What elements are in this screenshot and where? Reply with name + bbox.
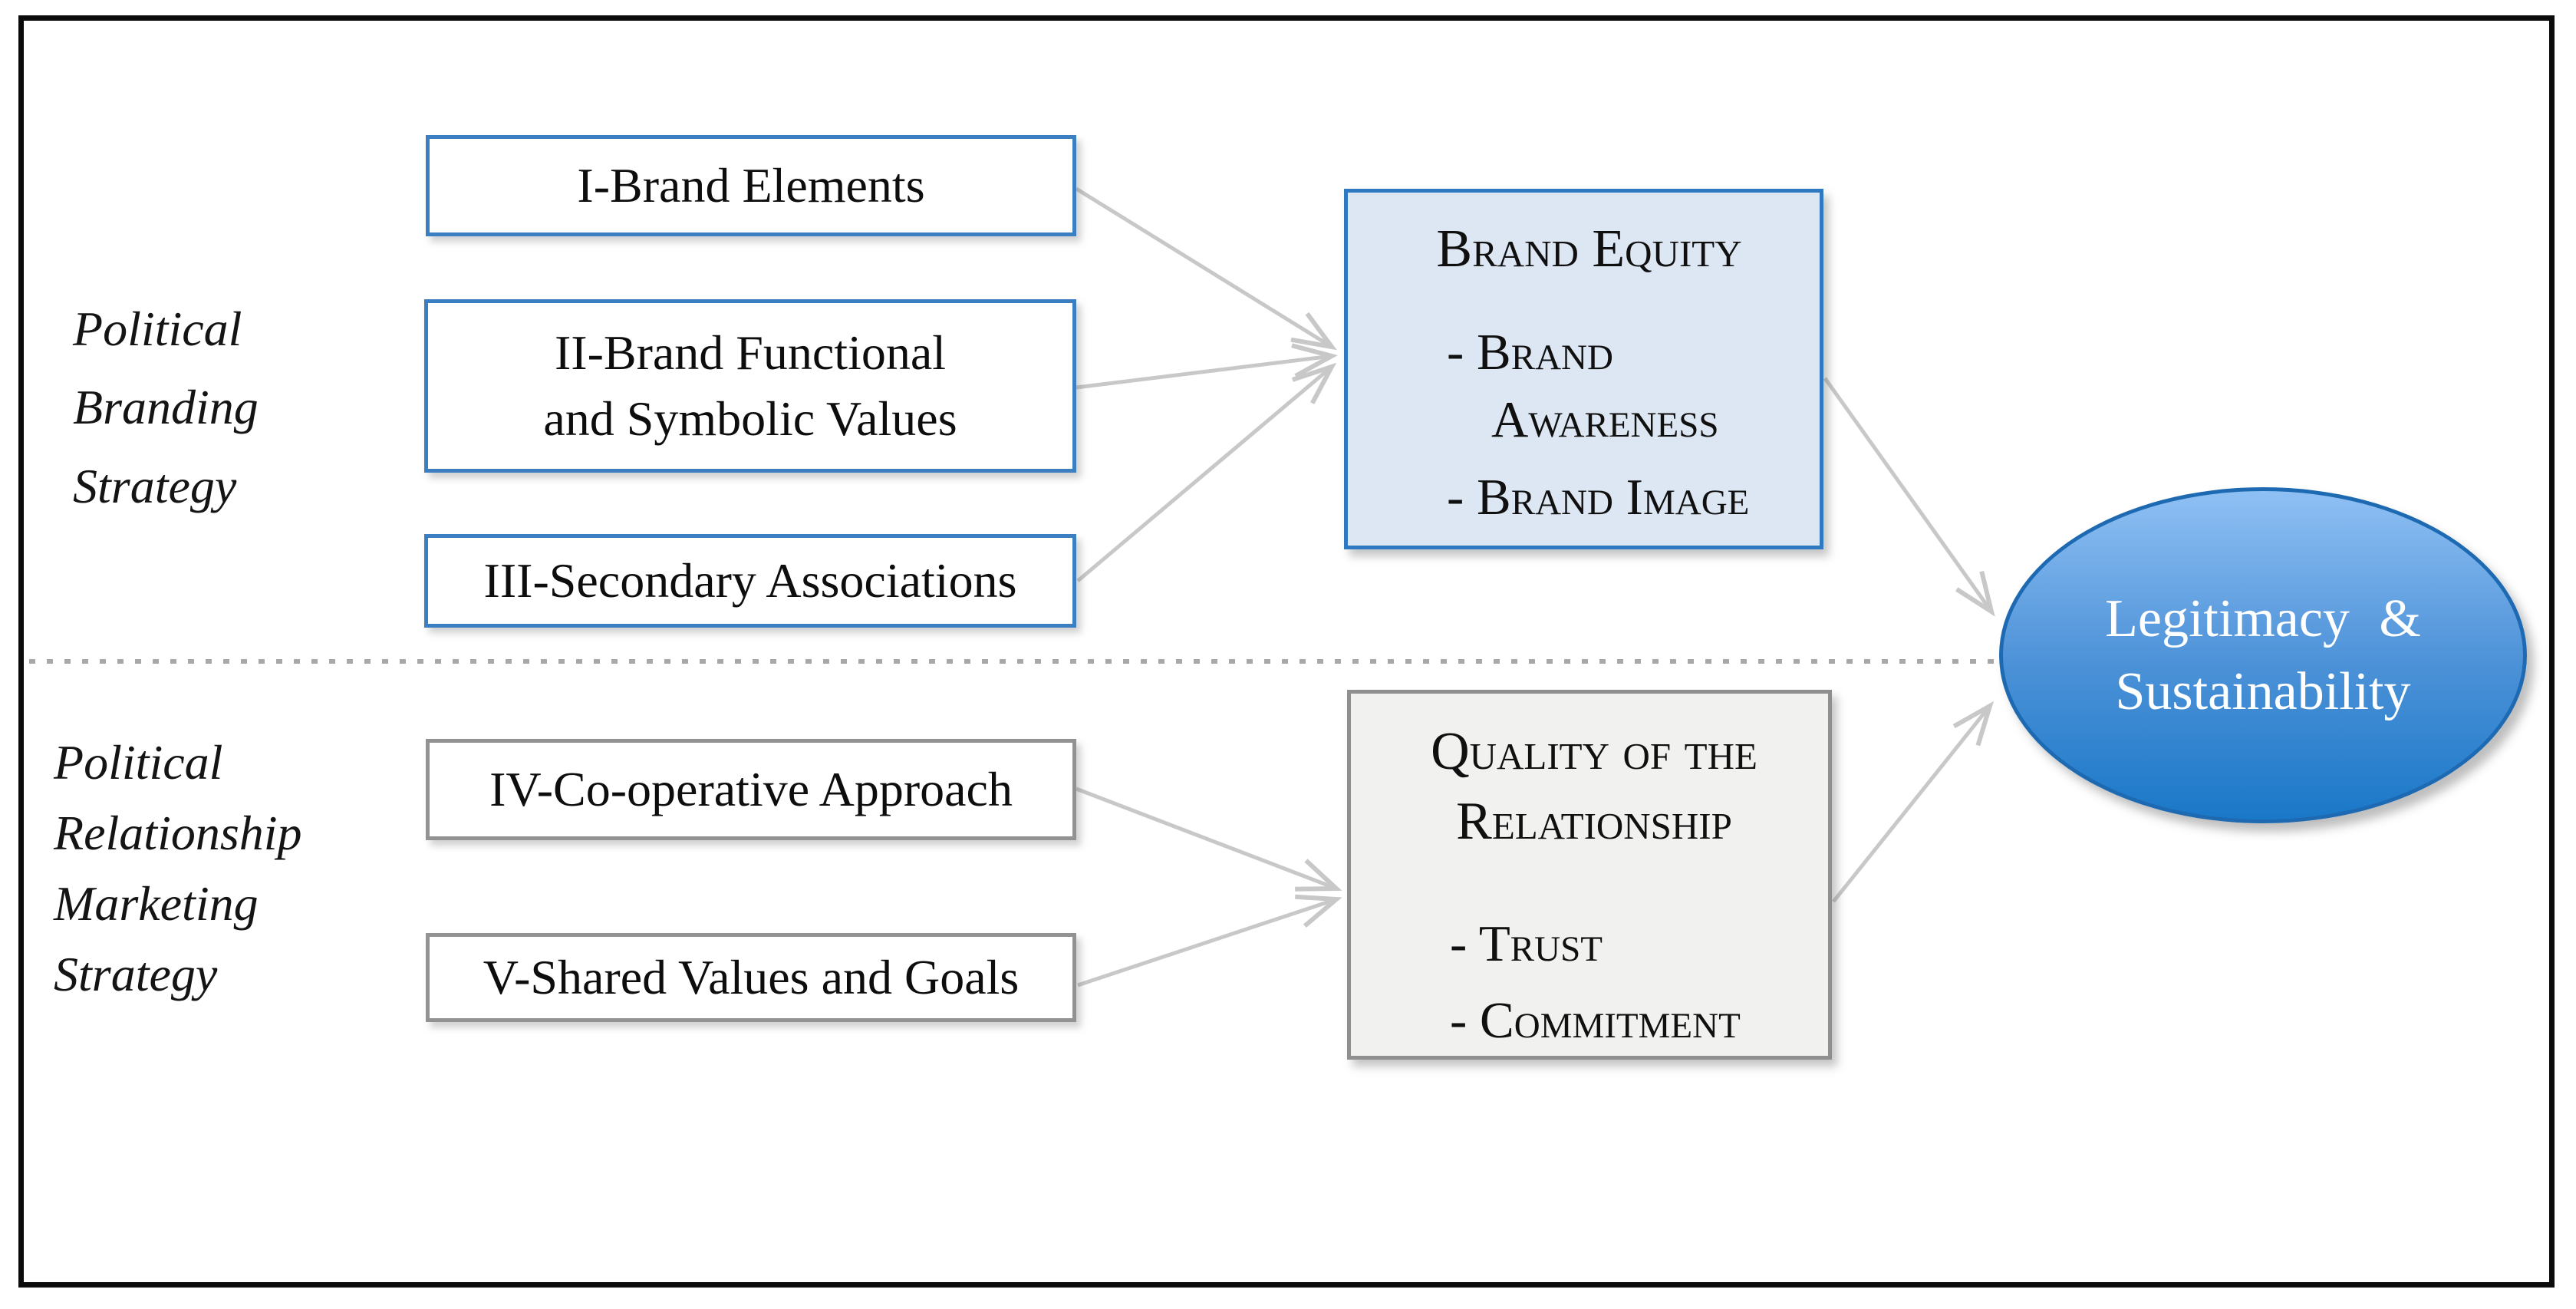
label-line: Relationship <box>54 806 302 861</box>
box-secondary-associations: III-Secondary Associations <box>424 534 1076 628</box>
arrow-functional-symbolic-values-to-brand-equity <box>1076 343 1339 390</box>
box-brand-elements: I-Brand Elements <box>426 135 1076 236</box>
arrow-brand-elements-to-brand-equity <box>1075 186 1337 351</box>
box-cooperative-approach: IV-Co-operative Approach <box>426 739 1076 840</box>
box-shared-values-goals: V-Shared Values and Goals <box>426 933 1076 1022</box>
box-label: III-Secondary Associations <box>483 552 1017 608</box>
box-brand-functional-symbolic-values: II-Brand Functional and Symbolic Values <box>424 299 1076 473</box>
arrow-shared-values-to-quality <box>1077 894 1342 988</box>
quality-item-commitment: - Commitment <box>1450 992 1741 1050</box>
label-line: Political <box>73 302 242 356</box>
label-line: Strategy <box>73 458 237 513</box>
brand-equity-title: Brand Equity <box>1436 219 1742 279</box>
arrow-quality-to-legitimacy <box>1832 701 1995 903</box>
diagram-frame-border <box>18 15 2555 1288</box>
box-label: II-Brand Functional <box>554 325 947 380</box>
arrow-brand-equity-to-legitimacy <box>1823 377 1995 617</box>
brand-equity-item-image: - Brand Image <box>1447 468 1750 526</box>
label-line: Branding <box>73 380 259 435</box>
box-quality-of-relationship: Quality of the Relationship - Trust - Co… <box>1347 690 1832 1060</box>
outcome-label-line: Sustainability <box>2115 662 2411 721</box>
brand-equity-item-awareness: - Brand Awareness <box>1447 324 1719 449</box>
label-line: Political <box>54 735 223 790</box>
quality-item-trust: - Trust <box>1450 915 1603 972</box>
outcome-label-line: Legitimacy & <box>2105 589 2421 648</box>
ellipse-legitimacy-sustainability: Legitimacy & Sustainability <box>1999 487 2527 823</box>
political-branding-strategy-label: Political Branding Strategy <box>73 290 259 526</box>
label-line: Marketing <box>54 876 259 931</box>
political-relationship-marketing-strategy-label: Political Relationship Marketing Strateg… <box>54 727 302 1011</box>
quality-relationship-title: Quality of the Relationship <box>1431 722 1757 851</box>
box-brand-equity: Brand Equity - Brand Awareness - Brand I… <box>1344 189 1823 549</box>
box-label: V-Shared Values and Goals <box>483 949 1020 1004</box>
box-label: I-Brand Elements <box>577 157 925 213</box>
box-label: IV-Co-operative Approach <box>489 761 1013 816</box>
label-line: Strategy <box>54 947 218 1002</box>
arrow-secondary-associations-to-brand-equity <box>1076 362 1337 582</box>
arrow-cooperative-approach-to-quality <box>1076 786 1342 892</box>
box-label: and Symbolic Values <box>543 391 957 446</box>
